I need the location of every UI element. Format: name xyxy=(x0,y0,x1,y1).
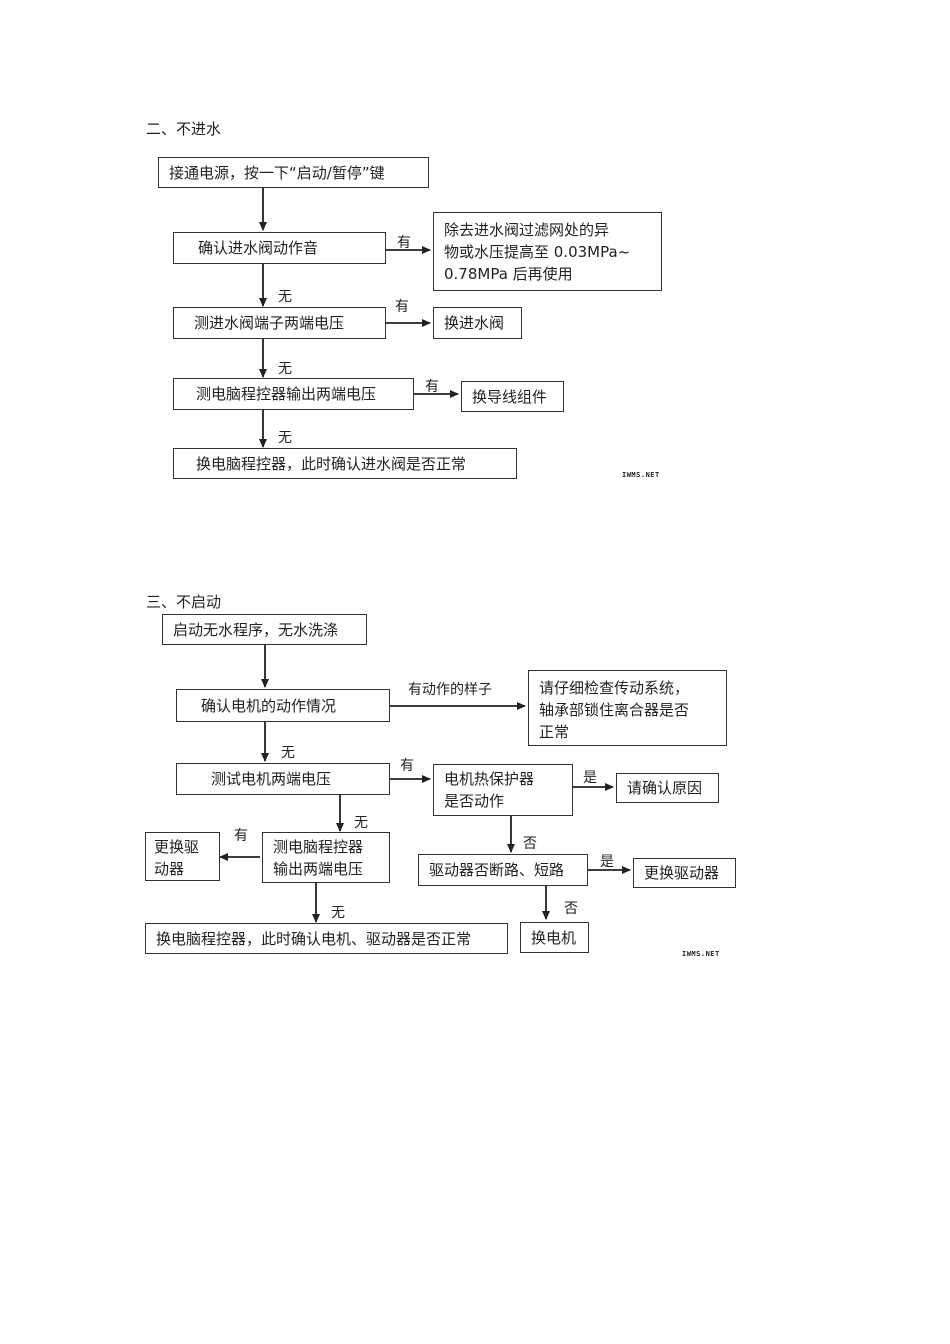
node-measure-controller-output: 测电脑程控器 输出两端电压 xyxy=(262,832,390,883)
node-measure-controller-voltage: 测电脑程控器输出两端电压 xyxy=(173,378,414,410)
label-has-action: 有动作的样子 xyxy=(408,682,492,698)
node-thermal-protector: 电机热保护器 是否动作 xyxy=(433,764,573,816)
label-no-voltage: 无 xyxy=(354,815,368,831)
label-no-3: 无 xyxy=(278,430,292,446)
node-replace-driver-right: 更换驱动器 xyxy=(633,858,736,888)
node-power-on: 接通电源，按一下“启动/暂停”键 xyxy=(158,157,429,188)
node-replace-controller-check-valve: 换电脑程控器，此时确认进水阀是否正常 xyxy=(173,448,517,479)
label-no-1: 无 xyxy=(278,289,292,305)
node-confirm-motor-action: 确认电机的动作情况 xyxy=(176,689,390,722)
node-driver-open-short: 驱动器否断路、短路 xyxy=(418,854,588,886)
node-measure-valve-voltage: 测进水阀端子两端电压 xyxy=(173,307,386,339)
watermark-2: IWMS.NET xyxy=(682,950,720,958)
label-yes-thermal: 是 xyxy=(583,770,597,786)
node-replace-controller-check-motor: 换电脑程控器，此时确认电机、驱动器是否正常 xyxy=(145,923,508,954)
node-replace-motor: 换电机 xyxy=(520,922,589,953)
node-replace-wire-assembly: 换导线组件 xyxy=(461,381,564,412)
node-replace-driver-left: 更换驱 动器 xyxy=(145,832,220,881)
node-check-drive-system: 请仔细检查传动系统， 轴承部锁住离合器是否 正常 xyxy=(528,670,727,746)
node-test-motor-voltage: 测试电机两端电压 xyxy=(176,763,390,795)
node-confirm-cause: 请确认原因 xyxy=(616,773,719,803)
node-confirm-valve-sound: 确认进水阀动作音 xyxy=(173,232,386,264)
label-no-2: 无 xyxy=(278,361,292,377)
label-yes-1: 有 xyxy=(397,235,411,251)
node-remove-filter-debris: 除去进水阀过滤网处的异 物或水压提高至 0.03MPa~ 0.78MPa 后再使… xyxy=(433,212,662,291)
label-no-controller: 无 xyxy=(331,905,345,921)
watermark-1: IWMS.NET xyxy=(622,471,660,479)
label-yes-controller: 有 xyxy=(234,828,248,844)
label-yes-driver: 是 xyxy=(600,854,614,870)
label-no-driver: 否 xyxy=(564,901,578,917)
section-title-not-start: 三、不启动 xyxy=(146,593,222,611)
label-yes-2: 有 xyxy=(395,299,409,315)
label-no-motor: 无 xyxy=(281,745,295,761)
node-replace-inlet-valve: 换进水阀 xyxy=(433,307,522,339)
node-start-dry-program: 启动无水程序，无水洗涤 xyxy=(162,614,367,645)
section-title-no-water: 二、不进水 xyxy=(146,120,222,138)
label-yes-3: 有 xyxy=(425,379,439,395)
label-no-thermal: 否 xyxy=(523,836,537,852)
label-yes-voltage: 有 xyxy=(400,758,414,774)
